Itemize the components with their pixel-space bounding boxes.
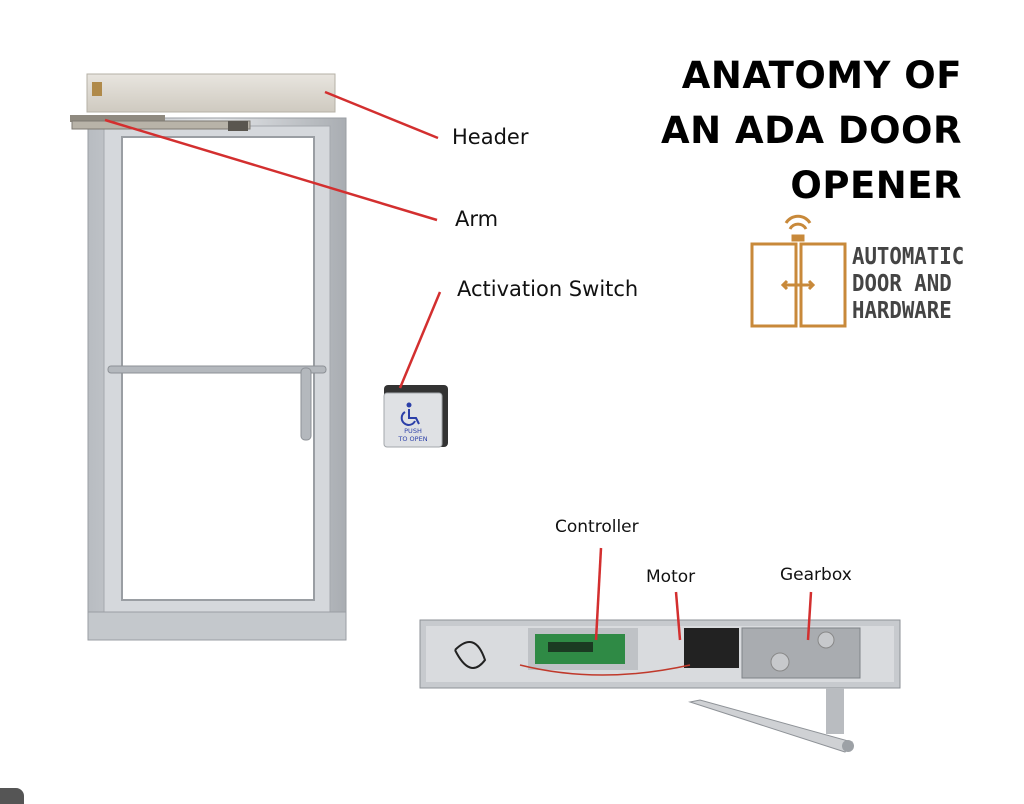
- title-line: AN ADA DOOR: [661, 109, 962, 152]
- logo-text: AUTOMATIC DOOR AND HARDWARE: [852, 244, 964, 325]
- motor-label: Motor: [646, 567, 696, 587]
- controller-label: Controller: [555, 517, 639, 537]
- motor-callout-line: [674, 591, 682, 641]
- header-callout-line: [324, 90, 439, 140]
- gearbox-callout-line: [806, 591, 813, 641]
- activation-switch-label: Activation Switch: [457, 277, 639, 301]
- switch-text-line2: TO OPEN: [397, 435, 427, 443]
- operator-illustration: [419, 619, 901, 753]
- arm-callout-line: [104, 118, 438, 222]
- callout-lines: [104, 90, 813, 641]
- corner-tab: [0, 788, 24, 804]
- title-line: ANATOMY OF: [681, 54, 962, 97]
- door-illustration: [87, 117, 347, 641]
- page-title: ANATOMY OF AN ADA DOOR OPENER: [661, 48, 962, 213]
- switch-text-line1: PUSH: [404, 427, 422, 435]
- header-illustration: [86, 73, 336, 113]
- logo-icon: [750, 214, 847, 328]
- logo-line: DOOR AND: [852, 271, 952, 297]
- arm-label: Arm: [455, 207, 499, 231]
- gearbox-label: Gearbox: [780, 565, 852, 585]
- title-line: OPENER: [790, 164, 962, 207]
- controller-callout-line: [594, 547, 603, 641]
- activation-switch-illustration: PUSH TO OPEN: [383, 385, 448, 448]
- arm-illustration: [70, 115, 251, 131]
- switch-callout-line: [398, 291, 442, 389]
- logo-line: HARDWARE: [852, 298, 952, 324]
- header-label: Header: [452, 125, 529, 149]
- logo-line: AUTOMATIC: [852, 244, 965, 270]
